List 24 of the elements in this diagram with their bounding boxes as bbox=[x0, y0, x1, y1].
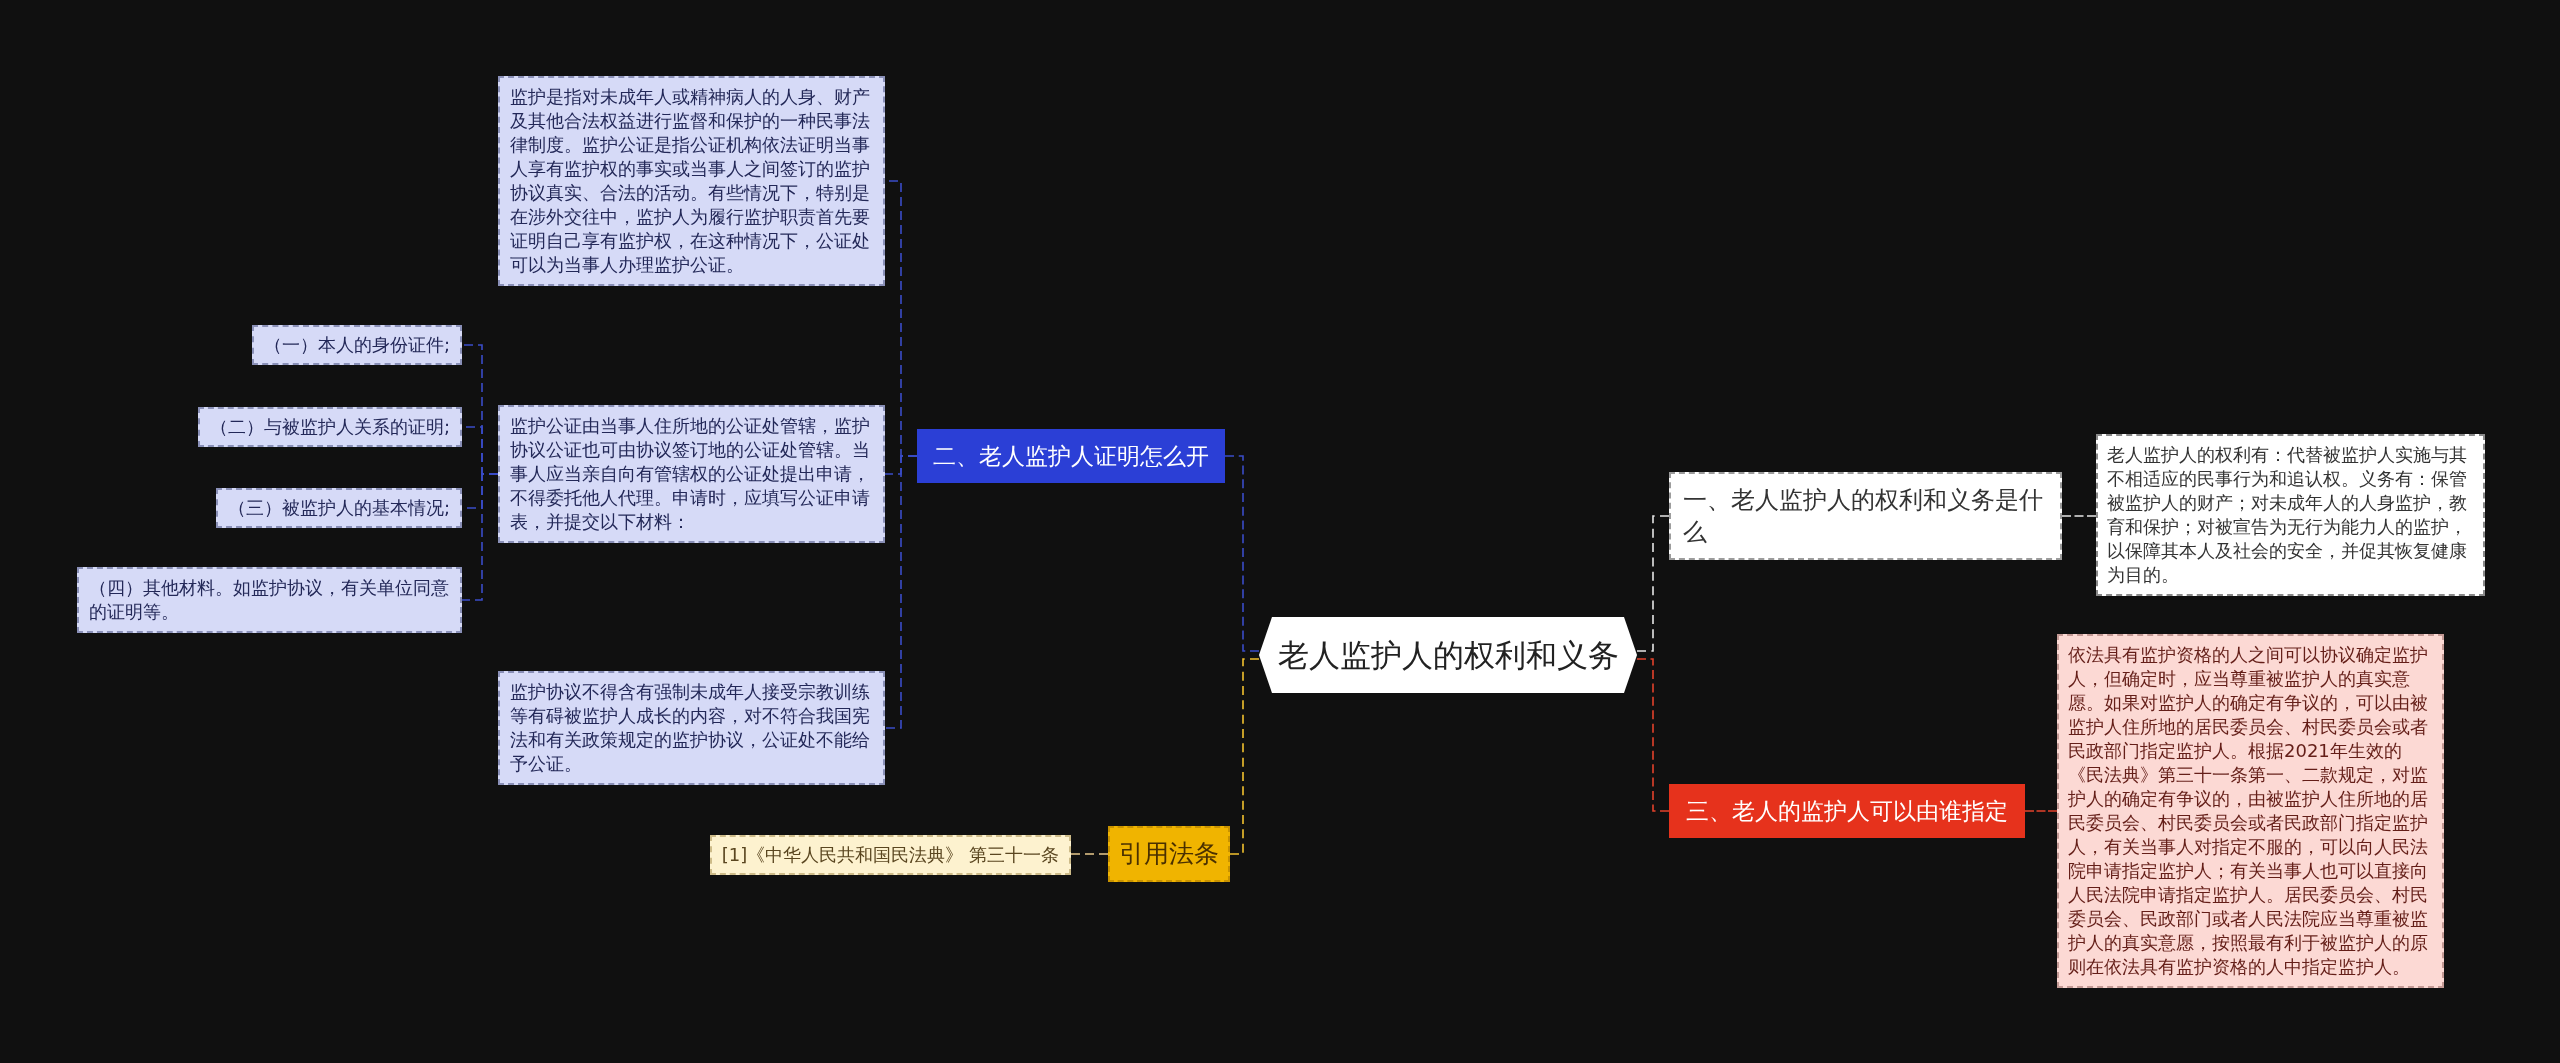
note-box: 监护公证由当事人住所地的公证处管辖，监护协议公证也可由协议签订地的公证处管辖。当事人应当亲自向有管辖权的公证处提出申请，不得委托他人代理。申请时，应填写公证申请表，并提交以下材料： bbox=[498, 405, 885, 543]
connector-line bbox=[461, 344, 499, 601]
connector-line bbox=[2061, 515, 2097, 517]
connector-line bbox=[2024, 810, 2058, 812]
connector-line bbox=[1636, 515, 1670, 652]
list-item-box: （一）本人的身份证件; bbox=[251, 325, 462, 365]
note-box: （四）其他材料。如监护协议，有关单位同意的证明等。 bbox=[77, 567, 462, 633]
list-item-box: （二）与被监护人关系的证明; bbox=[197, 407, 462, 447]
topic-hexagon: 老人监护人的权利和义务 bbox=[1259, 617, 1637, 693]
connector-line bbox=[1636, 658, 1670, 812]
connector-line bbox=[1229, 658, 1260, 855]
list-item-box: （三）被监护人的基本情况; bbox=[215, 488, 462, 528]
connector-line bbox=[1070, 853, 1109, 855]
branch-box: 引用法条 bbox=[1108, 826, 1230, 882]
note-box: 依法具有监护资格的人之间可以协议确定监护人，但确定时，应当尊重被监护人的真实意愿。如果对监护人的确定有争议的，可以由被监护人住所地的居民委员会、村民委员会或者民政部门指定监护人。根据2021年生效的《民法典》第三十一条第一、二款规定，对监护人的确定有争议的，由被监护人住所地的居民委员会、村民委员会或者民政部门指定监护人，有关当事人对指定不服的，可以向人民法院申请指定监护人；有关当事人也可以直接向人民法院申请指定监护人。居民委员会、村民委员会、民政部门或者人民法院应当尊重被监护人的真实意愿，按照最有利于被监护人的原则在依法具有监护资格的人中指定监护人。 bbox=[2057, 634, 2444, 988]
connector-line bbox=[1224, 455, 1260, 652]
branch-box: 一、老人监护人的权利和义务是什么 bbox=[1669, 472, 2062, 560]
branch-box: 三、老人的监护人可以由谁指定 bbox=[1669, 784, 2025, 838]
connector-line bbox=[884, 180, 918, 729]
note-box: 老人监护人的权利有：代替被监护人实施与其不相适应的民事行为和追认权。义务有：保管被监护人的财产；对未成年人的人身监护，教育和保护；对被宣告为无行为能力人的监护，以保障其本人及社会的安全，并促其恢复健康为目的。 bbox=[2096, 434, 2485, 596]
branch-box: 二、老人监护人证明怎么开 bbox=[917, 429, 1225, 483]
citation-box: [1]《中华人民共和国民法典》 第三十一条 bbox=[709, 835, 1071, 875]
note-box: 监护协议不得含有强制未成年人接受宗教训练等有碍被监护人成长的内容，对不符合我国宪法和有关政策规定的监护协议，公证处不能给予公证。 bbox=[498, 671, 885, 785]
note-box: 监护是指对未成年人或精神病人的人身、财产及其他合法权益进行监督和保护的一种民事法律制度。监护公证是指公证机构依法证明当事人享有监护权的事实或当事人之间签订的监护协议真实、合法的活动。有些情况下，特别是在涉外交往中，监护人为履行监护职责首先要证明自己享有监护权，在这种情况下，公证处可以为当事人办理监护公证。 bbox=[498, 76, 885, 286]
